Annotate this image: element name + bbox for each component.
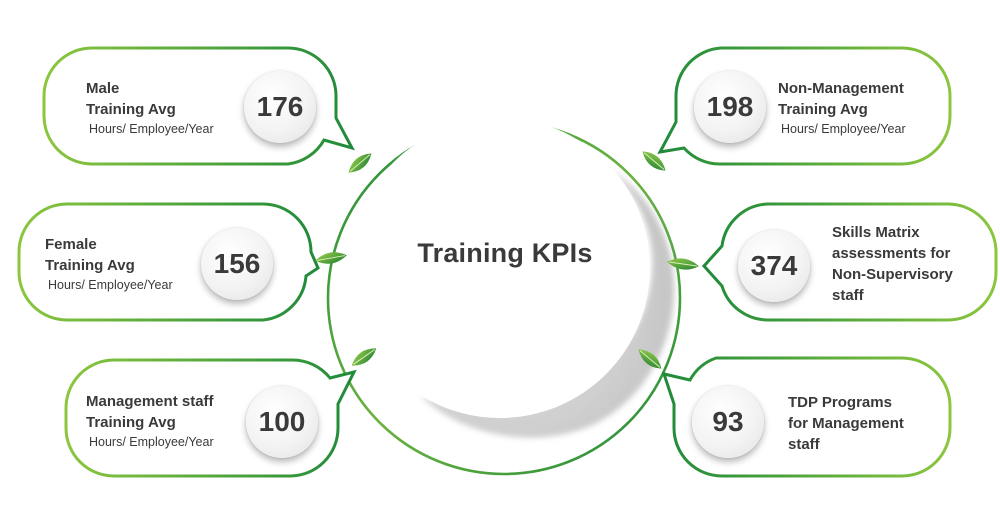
kpi-non-management-subtitle: Hours/ Employee/Year	[781, 122, 906, 136]
center-title: Training KPIs	[417, 238, 593, 268]
leaf-icon	[351, 348, 377, 366]
kpi-management-label: Management staff Training Avg Hours/ Emp…	[86, 391, 214, 451]
leaf-icon	[667, 258, 699, 270]
kpi-tdp-label: TDP Programs for Management staff	[788, 392, 904, 455]
leaf-icon	[642, 151, 666, 171]
kpi-tdp-value: 93	[692, 386, 764, 458]
kpi-male-title: Male Training Avg	[86, 80, 176, 118]
kpi-tdp-title: TDP Programs for Management staff	[788, 394, 904, 453]
kpi-female-label: Female Training Avg Hours/ Employee/Year	[45, 234, 173, 294]
kpi-skills-matrix-value: 374	[738, 230, 810, 302]
leaf-icon	[315, 252, 347, 264]
kpi-female-subtitle: Hours/ Employee/Year	[48, 278, 173, 292]
kpi-non-management-label: Non-Management Training Avg Hours/ Emplo…	[778, 78, 906, 138]
kpi-female-value: 156	[201, 228, 273, 300]
kpi-management-value: 100	[246, 386, 318, 458]
kpi-skills-matrix-label: Skills Matrix assessments for Non-Superv…	[832, 222, 953, 306]
kpi-management-subtitle: Hours/ Employee/Year	[89, 435, 214, 449]
kpi-male-subtitle: Hours/ Employee/Year	[89, 122, 214, 136]
kpi-management-title: Management staff Training Avg	[86, 393, 214, 431]
kpi-male-label: Male Training Avg Hours/ Employee/Year	[86, 78, 214, 138]
leaf-icon	[348, 153, 372, 173]
kpi-skills-matrix-title: Skills Matrix assessments for Non-Superv…	[832, 224, 953, 304]
center-disc	[350, 118, 675, 438]
kpi-non-management-value: 198	[694, 71, 766, 143]
kpi-non-management-title: Non-Management Training Avg	[778, 80, 904, 118]
kpi-male-value: 176	[244, 71, 316, 143]
kpi-female-title: Female Training Avg	[45, 236, 135, 274]
leaf-icon	[638, 349, 662, 369]
